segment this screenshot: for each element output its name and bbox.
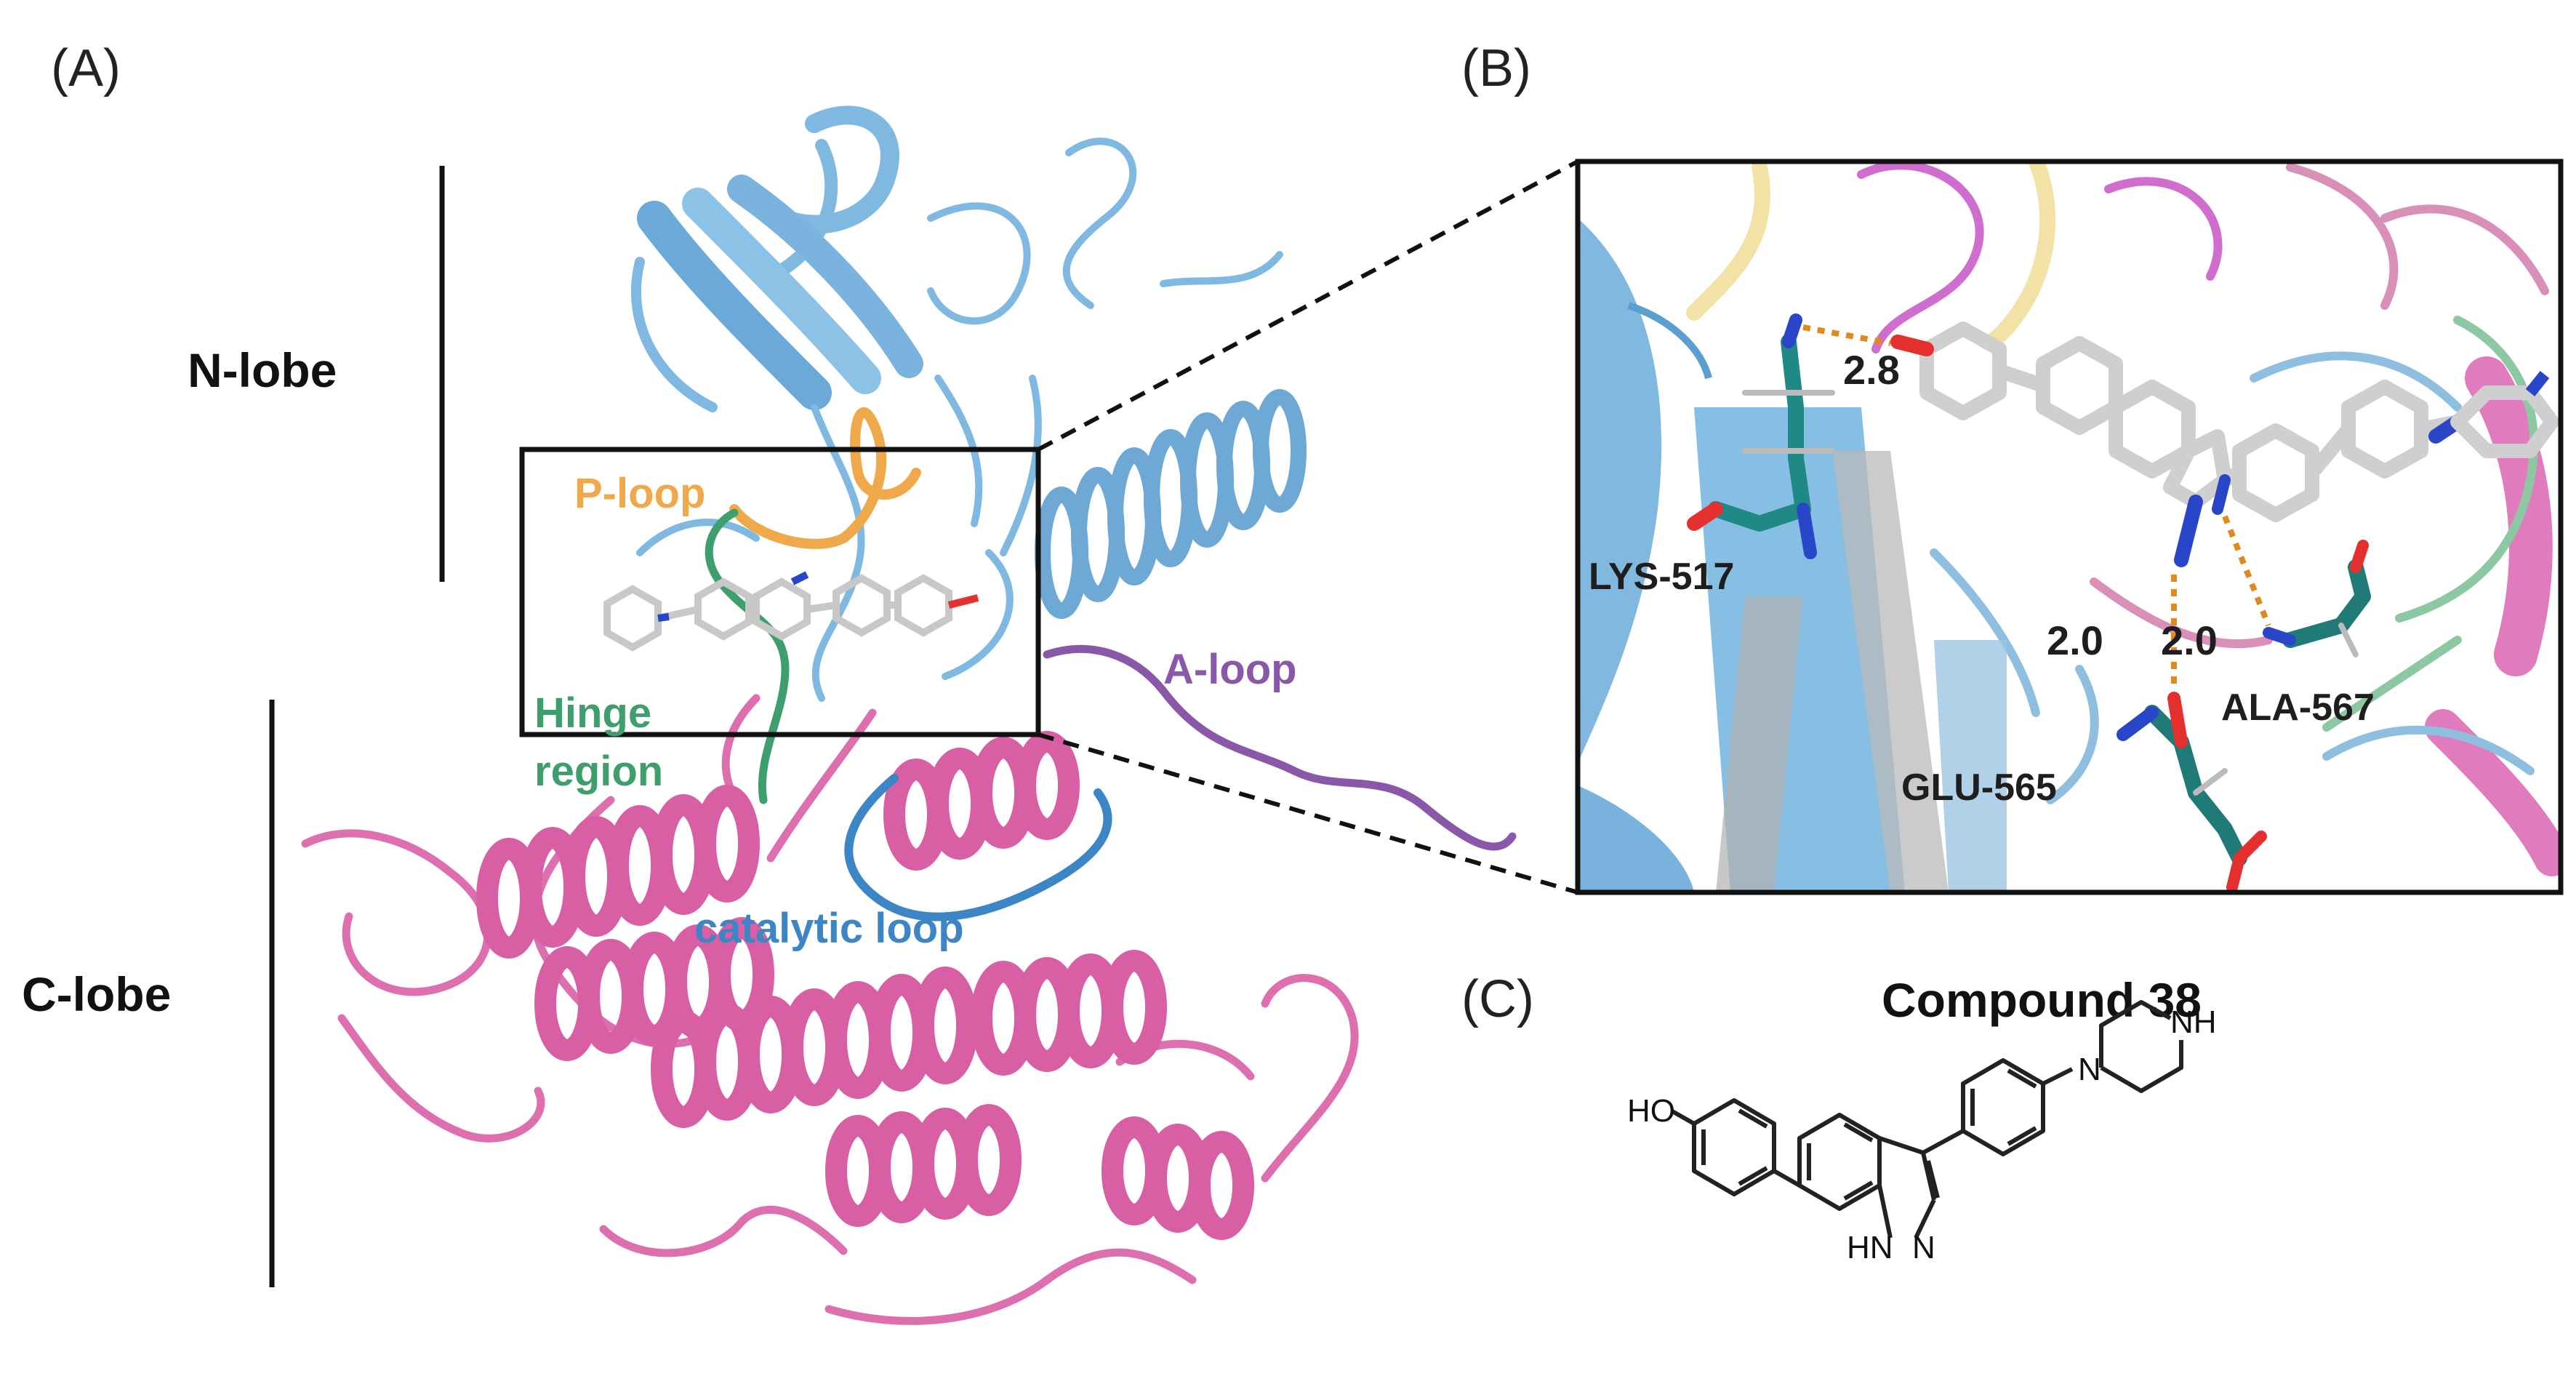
panel-b-label: (B) (1461, 39, 1531, 97)
p-loop-label: P-loop (574, 470, 705, 517)
ala-567-label: ALA-567 (2221, 687, 2375, 729)
atom-ho: HO (1627, 1093, 1675, 1129)
hinge-loop (705, 508, 790, 804)
compound-structure (1671, 1000, 2183, 1239)
zoom-connector-top (1037, 159, 1579, 452)
panel-c-label: (C) (1461, 970, 1534, 1028)
n-lobe-ribbon (630, 105, 1283, 702)
zoom-connector-bottom (1038, 732, 1578, 895)
c-lobe-helices (476, 731, 1254, 1240)
pocket-zoom-box (519, 447, 1041, 737)
compound-title: Compound 38 (1882, 973, 2202, 1027)
n-lobe-label: N-lobe (188, 343, 337, 397)
lys-517-label: LYS-517 (1589, 556, 1734, 598)
panel-a: (A) N-lobe C-lobe (22, 39, 1517, 1325)
hinge-label-line1: Hinge (534, 689, 651, 737)
atom-n-piperazine: N (2078, 1052, 2101, 1087)
c-lobe-label: C-lobe (22, 967, 171, 1021)
glu-565-label: GLU-565 (1901, 767, 2057, 809)
atom-n: N (1912, 1230, 1935, 1265)
catalytic-loop-label: catalytic loop (694, 905, 964, 952)
binding-site-view (1578, 161, 2561, 892)
lys-distance: 2.8 (1843, 347, 1900, 393)
a-loop-label: A-loop (1163, 646, 1297, 693)
hinge-label-line2: region (534, 748, 663, 795)
p-loop (729, 407, 921, 549)
n-lobe-helix (1035, 389, 1307, 619)
a-loop (1043, 644, 1517, 851)
atom-hn: HN (1847, 1230, 1893, 1265)
panel-c: (C) Compound 38 (1461, 970, 2217, 1265)
glu-distance: 2.0 (2047, 617, 2103, 663)
ligand-sticks (603, 571, 979, 652)
catalytic-loop-ribbon (844, 774, 1112, 921)
panel-a-label: (A) (51, 39, 121, 97)
ala-distance: 2.0 (2161, 617, 2218, 663)
panel-b-frame (1575, 159, 2564, 895)
panel-b: (B) (1461, 39, 2564, 895)
atom-nh: NH (2170, 1004, 2217, 1040)
